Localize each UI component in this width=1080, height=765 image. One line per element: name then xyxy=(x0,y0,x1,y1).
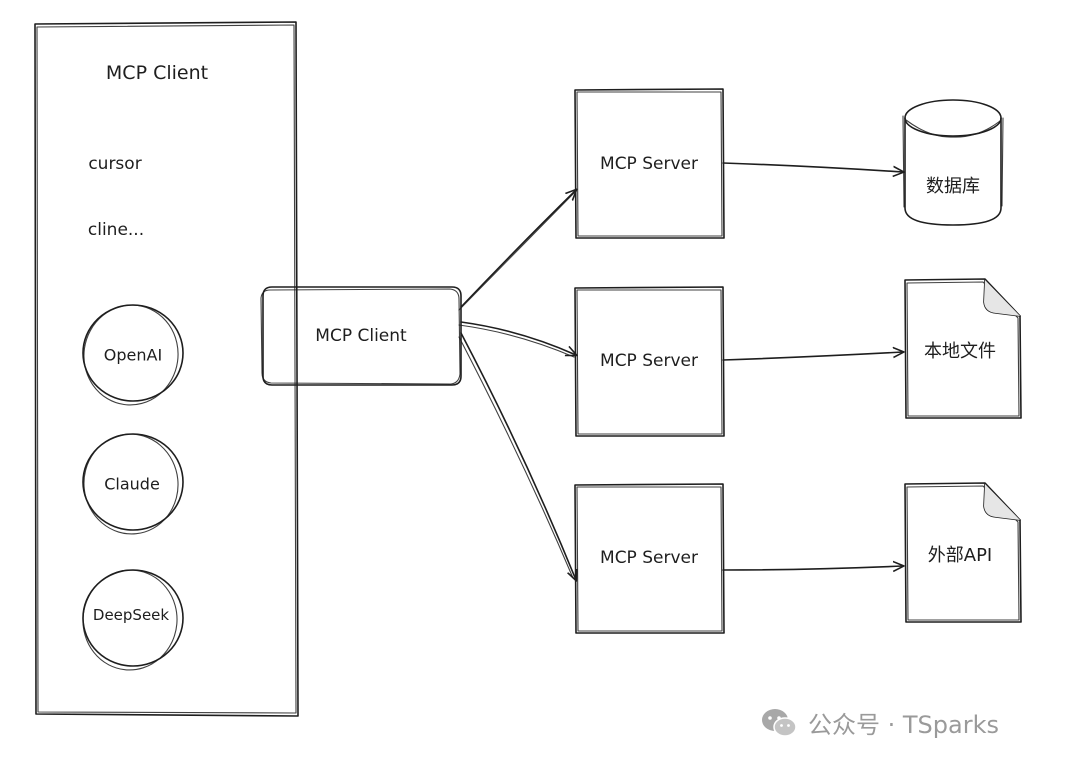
resource-label-external-api: 外部API xyxy=(927,545,993,566)
server-label-3: MCP Server xyxy=(600,548,698,568)
local-file-icon xyxy=(904,278,1022,419)
watermark-text: 公众号 · TSparks xyxy=(808,711,999,739)
model-circle-deepseek xyxy=(82,569,184,671)
model-label-deepseek: DeepSeek xyxy=(92,606,170,624)
arrow-server-2-to-local-file xyxy=(722,352,903,361)
server-box-3-frame xyxy=(574,483,725,634)
arrow-client-to-server-2 xyxy=(458,321,576,358)
app-label-cline: cline... xyxy=(87,220,145,240)
client-box-label: MCP Client xyxy=(315,326,407,346)
model-circle-openai xyxy=(82,304,184,406)
arrow-server-1-to-database xyxy=(722,162,903,172)
watermark: 公众号 · TSparks xyxy=(760,705,999,740)
arrow-client-to-server-3 xyxy=(458,332,576,580)
app-label-cursor: cursor xyxy=(88,154,142,174)
database-icon xyxy=(902,99,1004,226)
external-api-file-icon xyxy=(904,482,1022,623)
client-box-frame xyxy=(260,286,462,386)
left-panel-frame xyxy=(34,21,299,717)
resource-label-local-file: 本地文件 xyxy=(924,341,996,362)
server-box-2-frame xyxy=(574,286,725,437)
server-label-2: MCP Server xyxy=(600,351,698,371)
model-label-claude: Claude xyxy=(104,474,160,494)
model-circle-claude xyxy=(82,433,184,535)
resource-label-database: 数据库 xyxy=(926,176,980,197)
arrow-server-3-to-external-api xyxy=(722,566,903,570)
server-label-1: MCP Server xyxy=(600,154,698,174)
arrow-client-to-server-1 xyxy=(458,190,576,311)
left-panel-title: MCP Client xyxy=(105,62,209,84)
model-label-openai: OpenAI xyxy=(103,345,163,365)
wechat-icon xyxy=(762,708,797,737)
